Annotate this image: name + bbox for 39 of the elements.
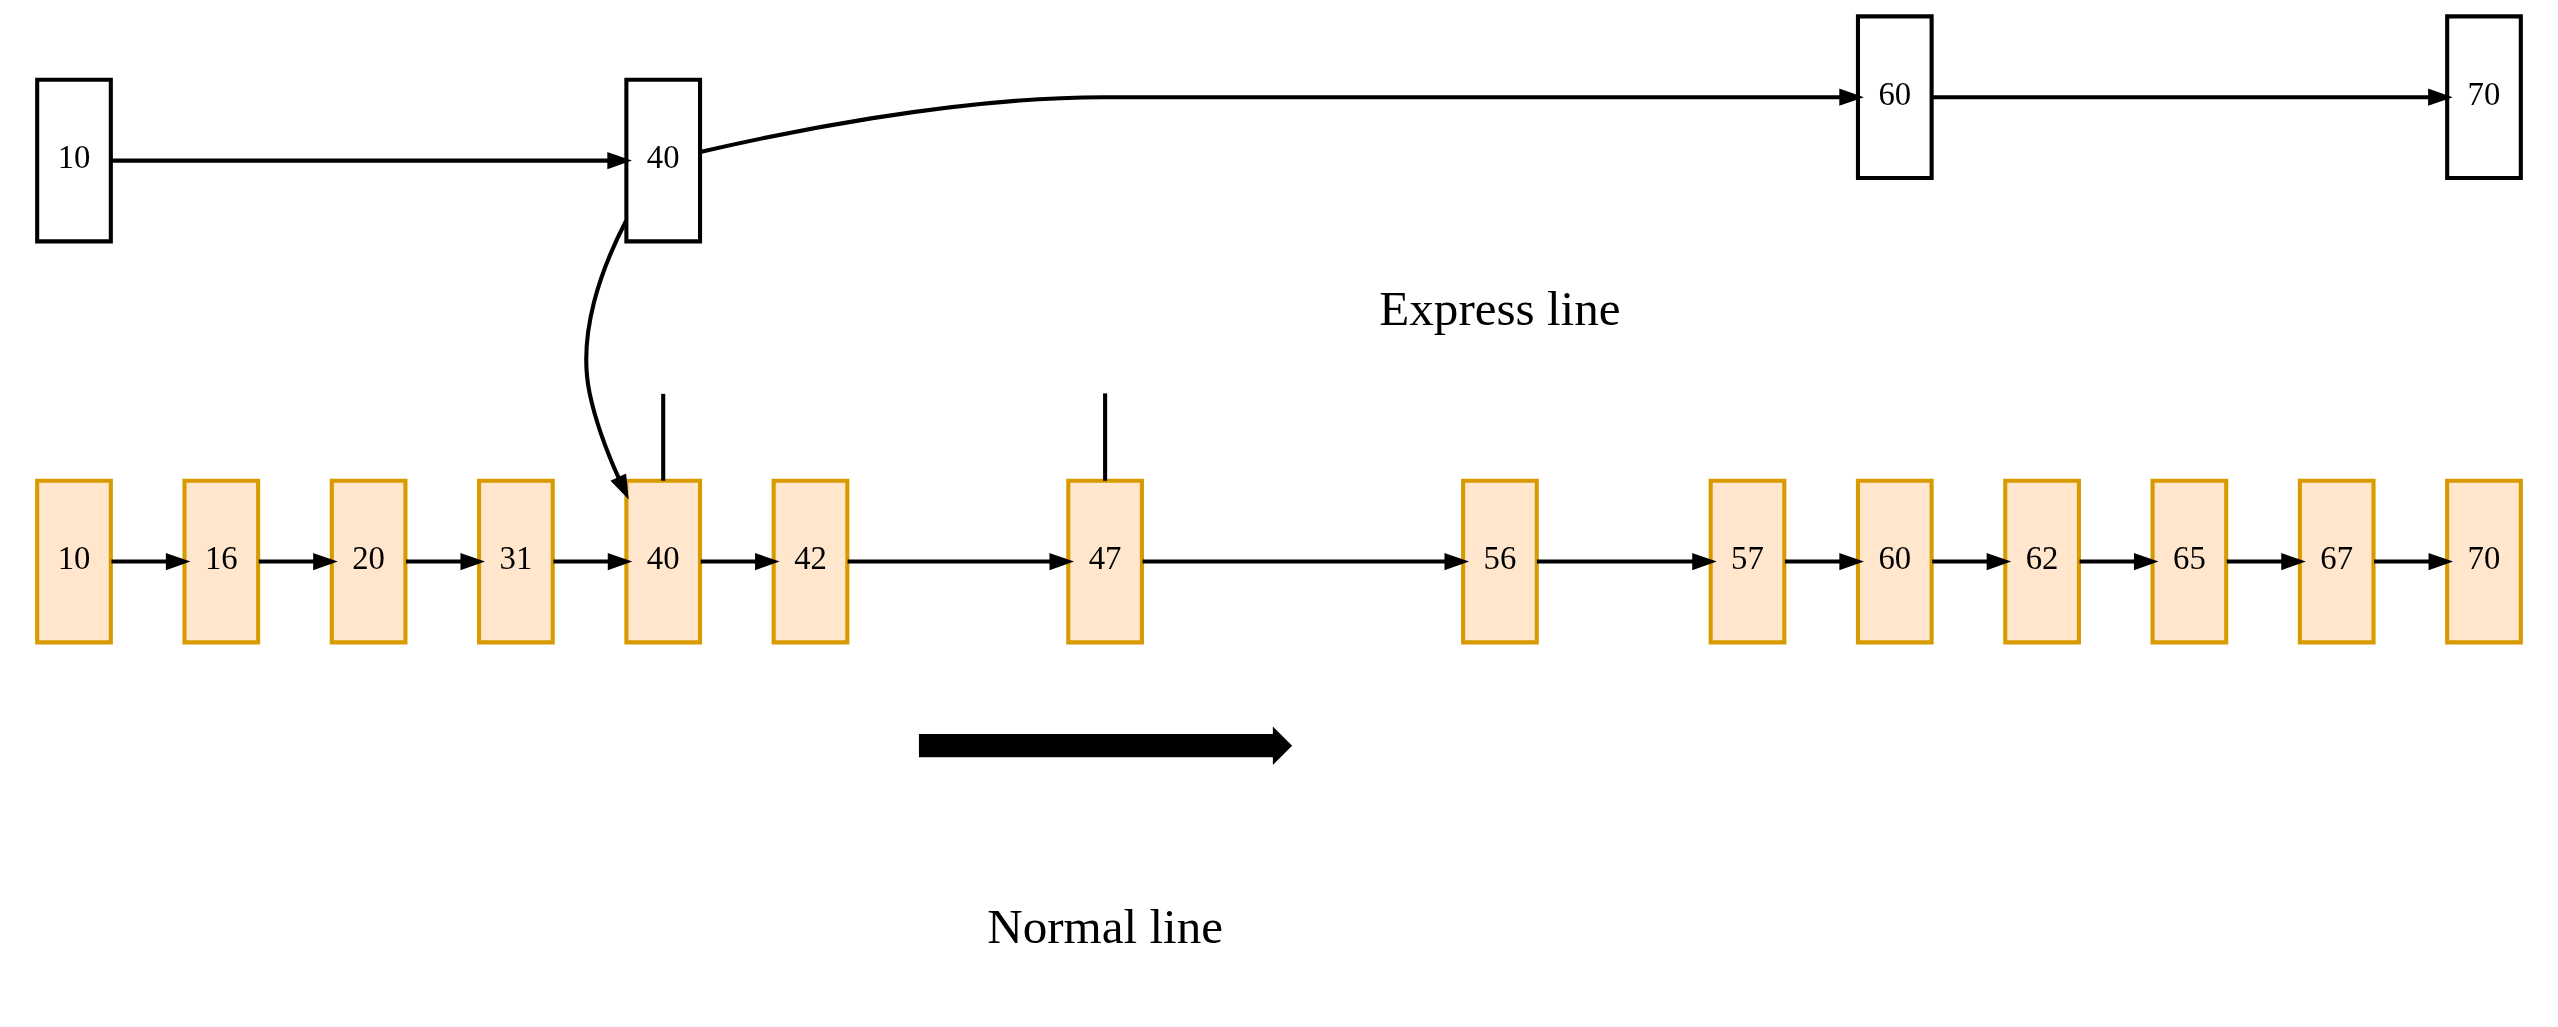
arrow — [110, 152, 632, 170]
connector — [661, 393, 666, 481]
arrow — [699, 88, 1864, 155]
node-box: 56 — [1461, 478, 1539, 645]
node-box: 20 — [329, 478, 408, 645]
node-box: 40 — [624, 478, 703, 645]
label: Express line — [1379, 280, 1621, 336]
node-box: 70 — [2445, 478, 2523, 645]
arrow — [406, 552, 486, 571]
arrow — [847, 552, 1075, 571]
node-box: 31 — [477, 478, 555, 645]
node-box: 57 — [1708, 478, 1787, 645]
node-box: 60 — [1855, 14, 1934, 181]
arrow — [700, 552, 780, 571]
connector — [1103, 393, 1108, 481]
arrow — [2079, 552, 2159, 571]
arrow — [1142, 552, 1470, 571]
node-box: 10 — [35, 478, 113, 645]
node-box: 16 — [182, 478, 261, 645]
arrow — [2226, 552, 2306, 571]
node-box: 67 — [2297, 478, 2376, 645]
arrow — [2374, 552, 2454, 571]
arrow — [584, 219, 629, 500]
arrow — [1932, 552, 2012, 571]
node-box: 42 — [771, 478, 850, 645]
node-box: 40 — [624, 77, 703, 244]
arrow — [1536, 552, 1717, 571]
node-box: 47 — [1066, 478, 1144, 645]
node-box: 60 — [1855, 478, 1934, 645]
arrow — [1931, 88, 2453, 106]
node-box: 65 — [2150, 478, 2229, 645]
arrow — [553, 552, 633, 571]
arrow — [111, 552, 191, 571]
arrow — [1784, 552, 1864, 571]
node-box: 10 — [35, 77, 113, 244]
arrow — [258, 552, 338, 571]
node-box: 62 — [2003, 478, 2081, 645]
node-box: 70 — [2445, 14, 2523, 181]
label: Normal line — [987, 898, 1223, 954]
